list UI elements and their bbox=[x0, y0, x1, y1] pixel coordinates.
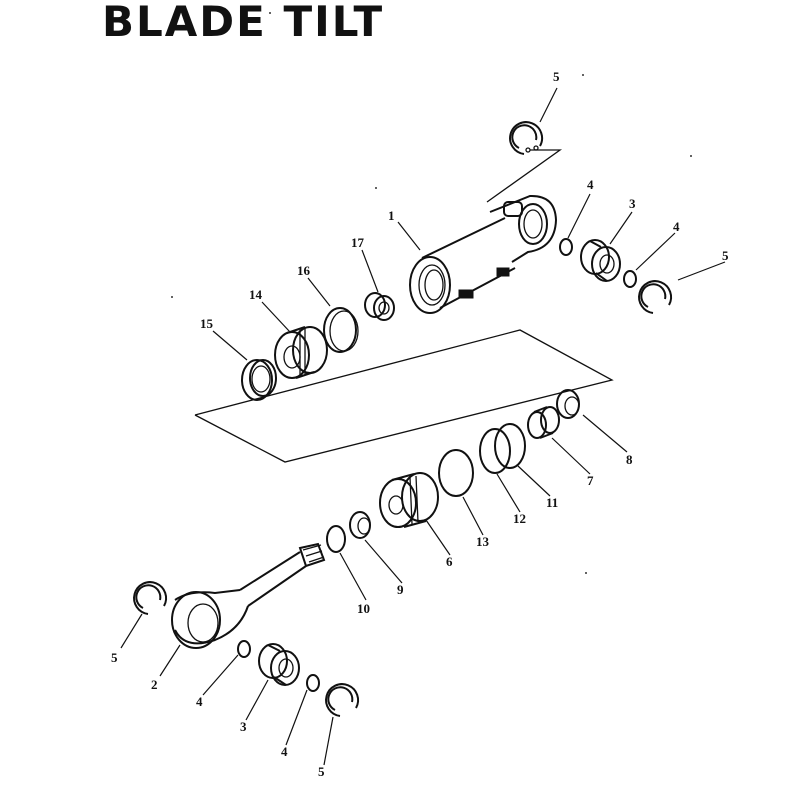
spherical-bushing-bottom bbox=[258, 643, 300, 686]
snap-ring-bottom bbox=[325, 683, 359, 717]
backup-ring-10 bbox=[326, 525, 346, 553]
snap-ring-top bbox=[509, 121, 543, 155]
piston-6 bbox=[379, 472, 439, 528]
snap-ring-11 bbox=[494, 423, 526, 469]
label-9: 9 bbox=[397, 582, 404, 597]
label-13: 13 bbox=[476, 534, 490, 549]
label-5-right: 5 bbox=[722, 248, 729, 263]
label-11: 11 bbox=[546, 495, 558, 510]
piston-rod-2 bbox=[171, 542, 326, 649]
snap-ring-right bbox=[638, 280, 672, 314]
cylinder-tube bbox=[409, 194, 558, 314]
leader-lines bbox=[120, 87, 726, 766]
upper-group-line bbox=[486, 149, 563, 203]
label-5-bottom: 5 bbox=[318, 764, 325, 779]
o-ring-4-top-right bbox=[623, 270, 637, 288]
label-4-top-right: 4 bbox=[673, 219, 680, 234]
o-ring-4-bottom-left bbox=[237, 640, 251, 658]
bushing-7 bbox=[527, 406, 560, 439]
spherical-bushing-top bbox=[580, 239, 621, 282]
label-1: 1 bbox=[388, 208, 395, 223]
cylinder-head-14 bbox=[274, 326, 328, 379]
label-3-top: 3 bbox=[629, 196, 636, 211]
label-3-bottom: 3 bbox=[240, 719, 247, 734]
label-5-top: 5 bbox=[553, 69, 560, 84]
nut-17 bbox=[364, 292, 395, 321]
page-title: BLADE TILT bbox=[102, 0, 385, 46]
label-8: 8 bbox=[626, 452, 633, 467]
label-4-bottom-right: 4 bbox=[281, 744, 288, 759]
label-7: 7 bbox=[587, 473, 594, 488]
label-12: 12 bbox=[513, 511, 526, 526]
backup-ring-12 bbox=[479, 428, 511, 474]
snap-ring-left bbox=[133, 581, 167, 615]
u-packing-9 bbox=[349, 511, 371, 539]
label-2: 2 bbox=[151, 677, 158, 692]
label-10: 10 bbox=[357, 601, 370, 616]
label-14: 14 bbox=[249, 287, 263, 302]
dust-seal-15 bbox=[241, 359, 277, 401]
label-15: 15 bbox=[200, 316, 214, 331]
label-4-bottom-left: 4 bbox=[196, 694, 203, 709]
o-ring-4-bottom-right bbox=[306, 674, 320, 692]
dust-seal-8 bbox=[556, 389, 580, 419]
o-ring-16 bbox=[323, 307, 359, 353]
label-16: 16 bbox=[297, 263, 311, 278]
part-labels: 5 1 4 3 4 5 17 16 14 15 8 7 11 12 13 6 9… bbox=[111, 69, 729, 779]
group-outline bbox=[194, 329, 614, 463]
label-6: 6 bbox=[446, 554, 453, 569]
scan-specks bbox=[171, 12, 692, 574]
label-5-left: 5 bbox=[111, 650, 118, 665]
o-ring-4-top-left bbox=[559, 238, 573, 256]
o-ring-13 bbox=[438, 449, 474, 497]
label-17: 17 bbox=[351, 235, 365, 250]
label-4-top-left: 4 bbox=[587, 177, 594, 192]
